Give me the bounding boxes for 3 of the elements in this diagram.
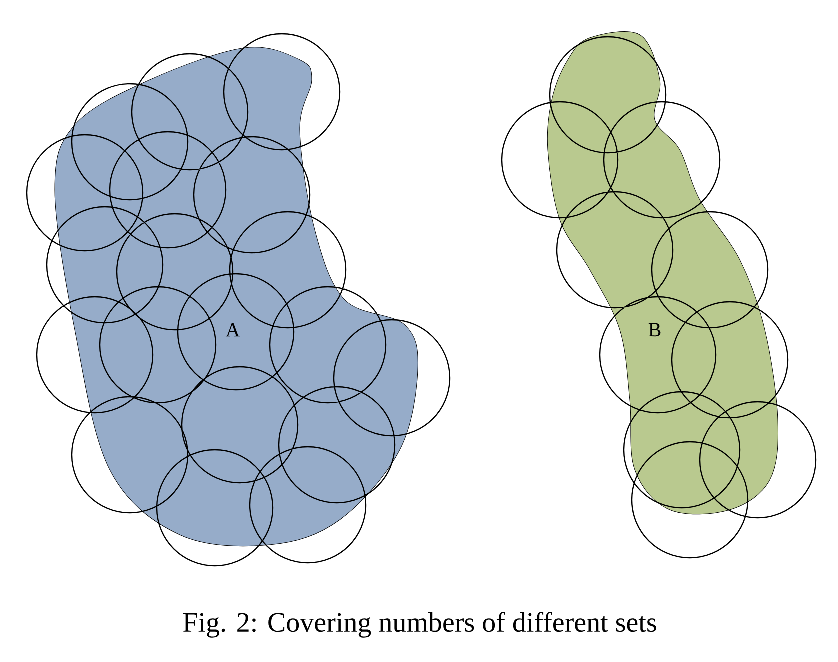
caption: Fig. 2: Covering numbers of different sets	[183, 612, 656, 638]
set-region: A	[54, 47, 418, 547]
set-region: B	[547, 32, 778, 515]
